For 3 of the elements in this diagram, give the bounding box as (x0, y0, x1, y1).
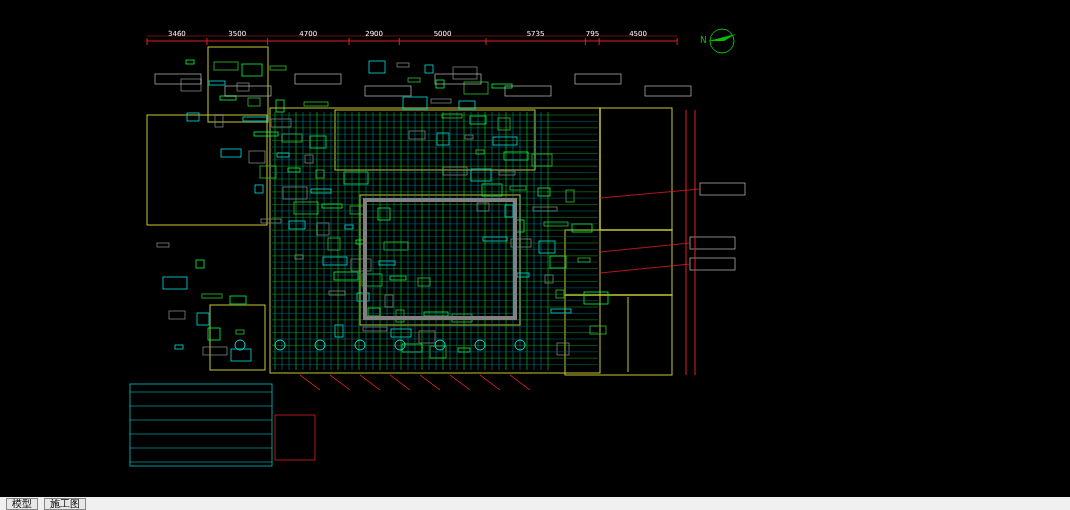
model-tab: 模型 (6, 498, 38, 510)
layout-tab: 施工图 (44, 498, 86, 510)
north-label: N (700, 36, 707, 45)
